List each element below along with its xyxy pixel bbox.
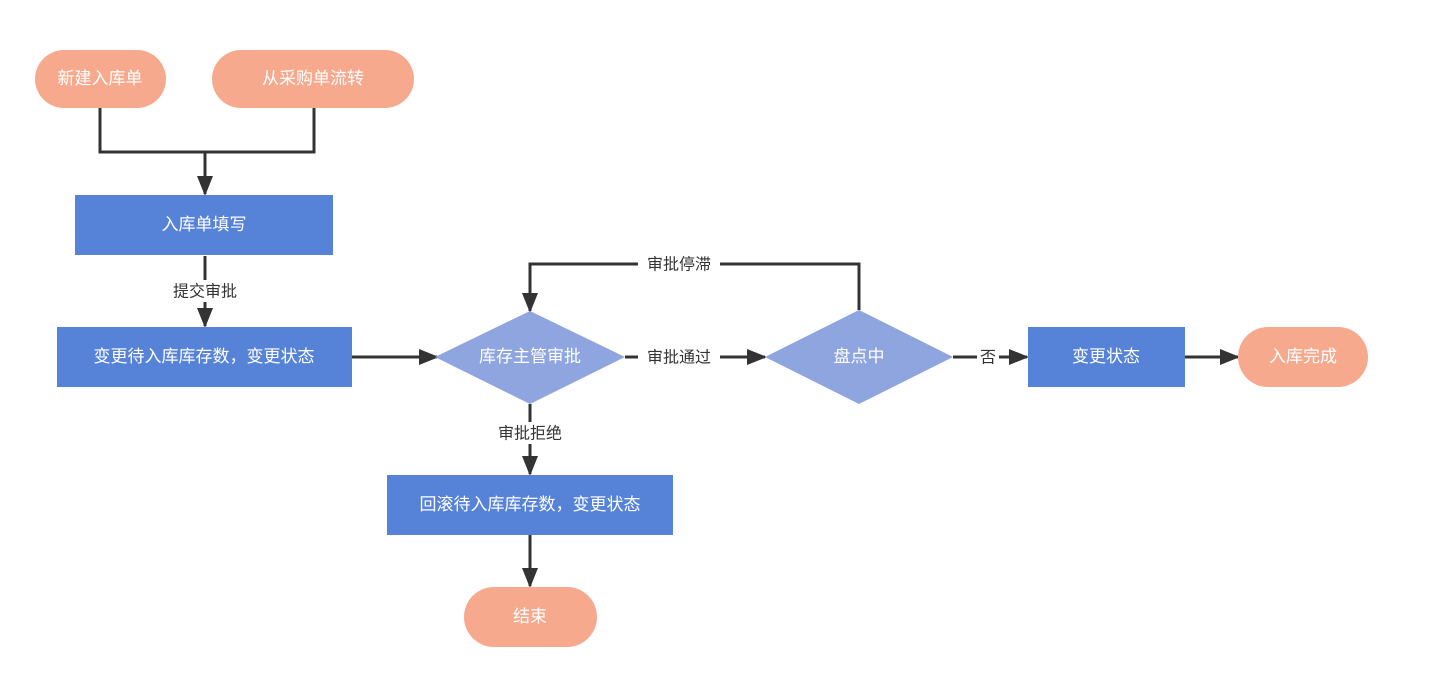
node-inbound-done[interactable]: 入库完成 — [1238, 327, 1368, 387]
node-label: 盘点中 — [834, 347, 885, 367]
node-rollback[interactable]: 回滚待入库库存数，变更状态 — [387, 475, 673, 535]
node-label: 回滚待入库库存数，变更状态 — [420, 495, 641, 515]
node-fill-inbound[interactable]: 入库单填写 — [75, 195, 333, 255]
node-end[interactable]: 结束 — [464, 587, 597, 647]
node-label: 库存主管审批 — [479, 347, 581, 367]
node-label: 变更状态 — [1072, 347, 1140, 367]
node-label: 入库完成 — [1269, 347, 1337, 367]
node-change-pending[interactable]: 变更待入库库存数，变更状态 — [57, 327, 352, 387]
edge-label-submit: 提交审批 — [173, 282, 237, 301]
edge-label-no: 否 — [980, 348, 996, 367]
edge-label-rejected: 审批拒绝 — [498, 424, 562, 443]
node-label: 变更待入库库存数，变更状态 — [94, 347, 315, 367]
node-label: 结束 — [513, 607, 547, 627]
node-new-inbound[interactable]: 新建入库单 — [35, 50, 166, 108]
node-change-status[interactable]: 变更状态 — [1028, 327, 1185, 387]
node-label: 从采购单流转 — [262, 69, 364, 89]
edge-new-to-merge — [98, 108, 205, 154]
edge-labels: 提交审批 审批停滞 审批通过 否 审批拒绝 — [164, 253, 999, 444]
node-from-purchase[interactable]: 从采购单流转 — [212, 50, 414, 108]
node-label: 新建入库单 — [58, 69, 143, 89]
edge-label-stalled: 审批停滞 — [647, 255, 711, 274]
node-stocktaking[interactable]: 盘点中 — [765, 310, 953, 404]
node-manager-approval[interactable]: 库存主管审批 — [435, 311, 625, 404]
node-label: 入库单填写 — [162, 215, 247, 235]
edge-purchase-to-merge — [205, 108, 316, 154]
edge-label-approved: 审批通过 — [647, 348, 711, 367]
